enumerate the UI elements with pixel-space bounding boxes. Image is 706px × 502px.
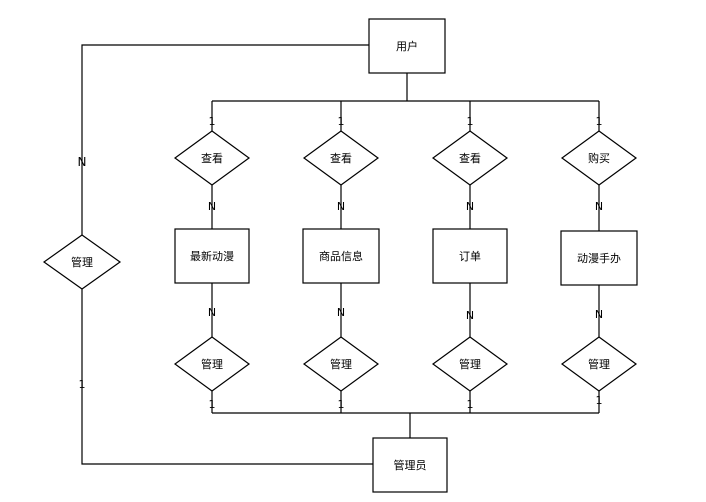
card-top-1-col4: 1 bbox=[596, 115, 603, 128]
card-top-1-col2: 1 bbox=[338, 115, 345, 128]
card-bottom-1-col4: 1 bbox=[596, 394, 603, 407]
card-low-n-col4: N bbox=[595, 308, 603, 321]
rel-manage-anime-label: 管理 bbox=[201, 357, 223, 371]
rel-buy: 购买 bbox=[560, 130, 638, 186]
rel-buy-label: 购买 bbox=[588, 151, 610, 165]
rel-view-anime: 查看 bbox=[173, 130, 251, 186]
card-low-n-col3: N bbox=[466, 309, 474, 322]
entity-user-label: 用户 bbox=[396, 39, 418, 53]
rel-view-product-label: 查看 bbox=[330, 151, 352, 165]
card-low-n-col1: N bbox=[208, 306, 216, 319]
rel-view-order: 查看 bbox=[431, 130, 509, 186]
entity-product-info: 商品信息 bbox=[302, 228, 380, 284]
rel-view-anime-label: 查看 bbox=[201, 151, 223, 165]
rel-manage-anime: 管理 bbox=[173, 336, 251, 392]
rel-manage-figure: 管理 bbox=[560, 336, 638, 392]
rel-manage-order: 管理 bbox=[431, 336, 509, 392]
entity-latest-anime: 最新动漫 bbox=[174, 228, 250, 284]
entity-order: 订单 bbox=[432, 228, 508, 284]
rel-manage-left: 管理 bbox=[42, 234, 122, 290]
card-left-n: N bbox=[78, 155, 87, 169]
card-low-n-col2: N bbox=[337, 306, 345, 319]
entity-admin: 管理员 bbox=[372, 437, 448, 493]
entity-latest-anime-label: 最新动漫 bbox=[190, 249, 234, 263]
entity-admin-label: 管理员 bbox=[394, 458, 427, 472]
rel-manage-product: 管理 bbox=[302, 336, 380, 392]
rel-manage-left-label: 管理 bbox=[71, 255, 93, 269]
entity-order-label: 订单 bbox=[459, 250, 481, 263]
card-left-1: 1 bbox=[79, 378, 86, 391]
rel-view-order-label: 查看 bbox=[459, 151, 481, 165]
entity-figure: 动漫手办 bbox=[560, 230, 638, 286]
card-bottom-1-col1: 1 bbox=[209, 398, 216, 411]
card-mid-n-col4: N bbox=[595, 200, 603, 213]
card-bottom-1-col3: 1 bbox=[467, 398, 474, 411]
entity-figure-label: 动漫手办 bbox=[577, 251, 621, 265]
entity-user: 用户 bbox=[368, 18, 446, 74]
cardinality-labels: N 1 1 1 1 1 N N N N N N N N 1 1 1 1 bbox=[78, 115, 604, 411]
card-bottom-1-col2: 1 bbox=[338, 398, 345, 411]
rel-manage-product-label: 管理 bbox=[330, 357, 352, 371]
card-top-1-col1: 1 bbox=[209, 115, 216, 128]
card-top-1-col3: 1 bbox=[467, 115, 474, 128]
rel-view-product: 查看 bbox=[302, 130, 380, 186]
card-mid-n-col3: N bbox=[466, 200, 474, 213]
rel-manage-figure-label: 管理 bbox=[588, 357, 610, 371]
card-mid-n-col1: N bbox=[208, 200, 216, 213]
card-mid-n-col2: N bbox=[337, 200, 345, 213]
rel-manage-order-label: 管理 bbox=[459, 357, 481, 371]
entity-product-info-label: 商品信息 bbox=[319, 249, 363, 263]
